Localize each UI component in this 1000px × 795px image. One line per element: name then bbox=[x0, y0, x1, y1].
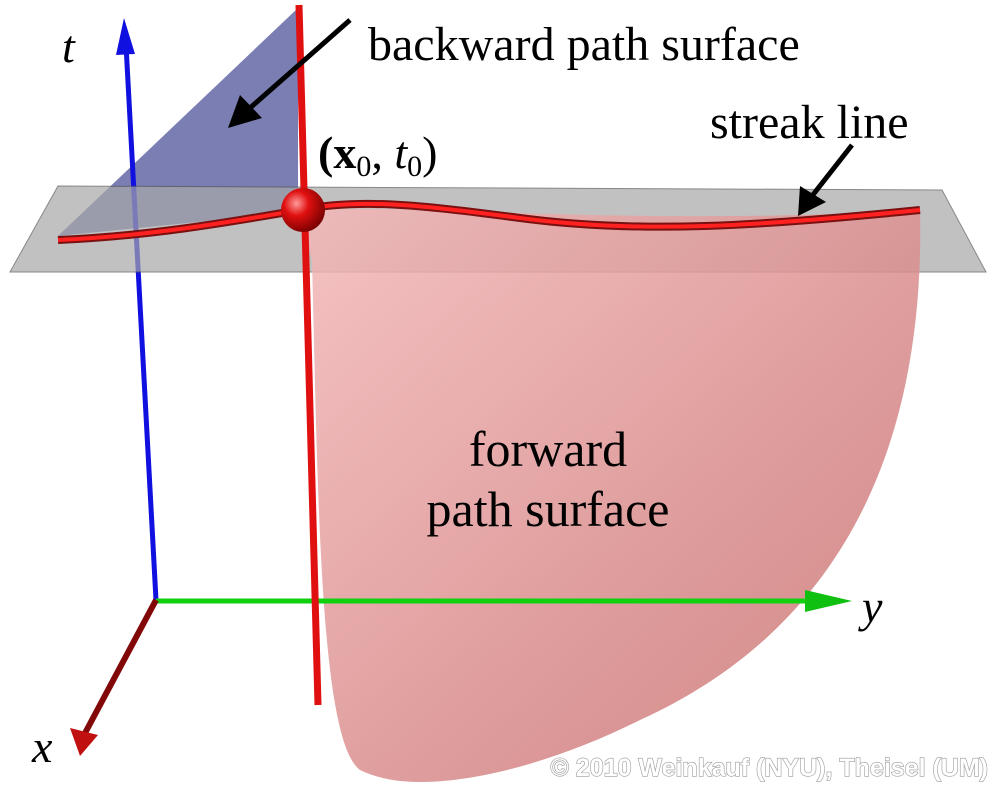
t-axis-label: t bbox=[62, 21, 76, 72]
x-axis-arrowhead bbox=[70, 728, 98, 756]
streak-label-arrow bbox=[810, 143, 854, 198]
y-axis-label: y bbox=[858, 581, 883, 632]
pathline bbox=[295, 4, 322, 706]
y-axis-arrowhead bbox=[805, 590, 852, 612]
x-axis bbox=[81, 598, 159, 737]
backward-path-surface bbox=[58, 8, 298, 236]
seed-point-label: (x0, t0) bbox=[318, 127, 437, 183]
x-axis-label: x bbox=[31, 721, 53, 772]
seed-point-sphere bbox=[281, 188, 325, 232]
forward-surface-label-line1: forward bbox=[469, 421, 627, 477]
t-axis bbox=[123, 44, 159, 601]
forward-path-surface bbox=[300, 208, 921, 782]
streak-line-label: streak line bbox=[710, 96, 909, 149]
backward-arrowhead bbox=[228, 95, 262, 128]
backward-label-arrow bbox=[248, 18, 352, 110]
streak-arrowhead bbox=[798, 186, 826, 216]
copyright-watermark: © 2010 Weinkauf (NYU), Theisel (UM) bbox=[551, 754, 989, 782]
forward-surface-label-line2: path surface bbox=[427, 481, 670, 537]
backward-surface-label: backward path surface bbox=[368, 18, 800, 71]
streak-line-highlight bbox=[57, 201, 921, 242]
t-axis-arrowhead bbox=[116, 18, 135, 55]
